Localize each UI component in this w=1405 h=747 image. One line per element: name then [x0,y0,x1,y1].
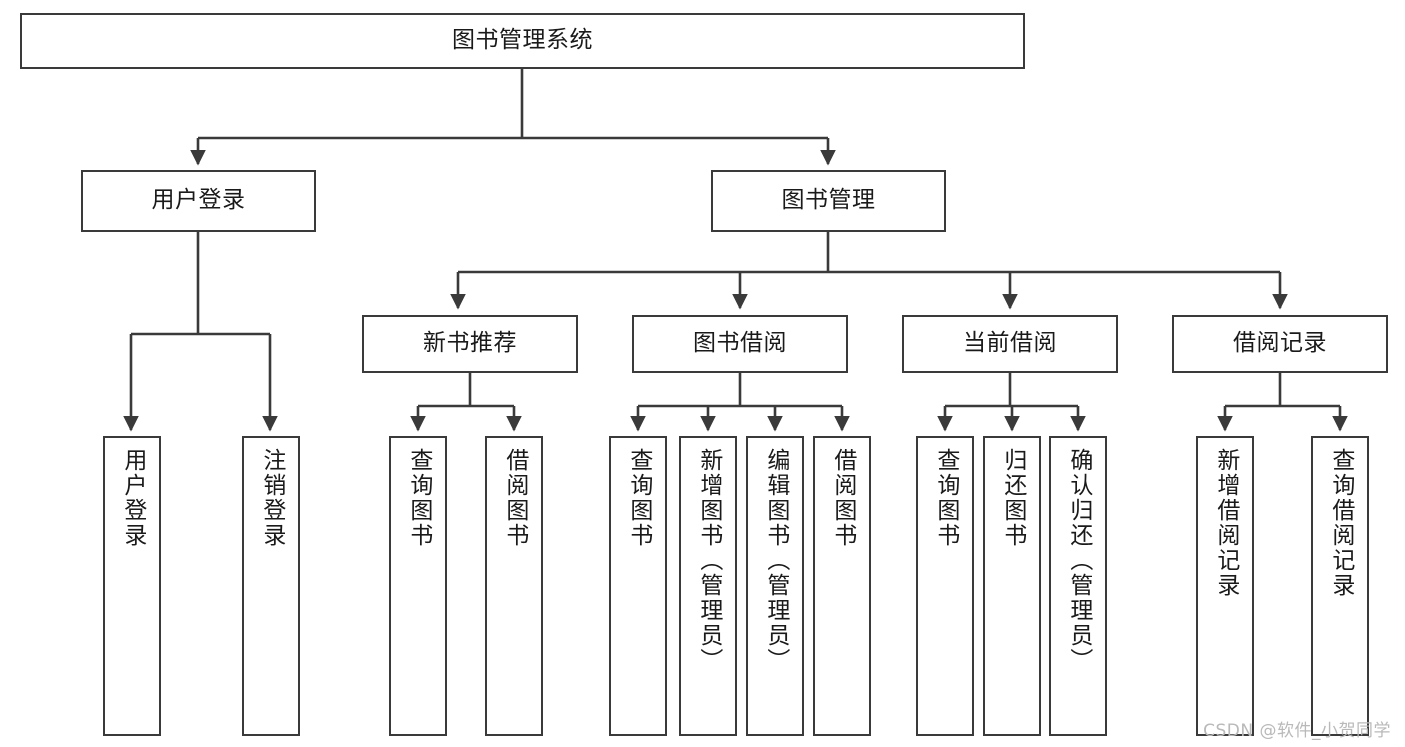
csdn-watermark: CSDN @软件_小贺同学 [1203,721,1391,741]
node-leaf-query-book-3[interactable]: 查询图书 [916,436,974,736]
node-leaf-query-book-2-label: 查询图书 [625,448,652,548]
node-leaf-add-record-label: 新增借阅记录 [1212,448,1239,598]
node-book-borrow-label: 图书借阅 [693,330,787,357]
node-book-manage-label: 图书管理 [781,187,876,214]
node-leaf-return-book[interactable]: 归还图书 [983,436,1041,736]
node-leaf-edit-book[interactable]: 编辑图书（管理员） [746,436,804,736]
node-leaf-query-record-label: 查询借阅记录 [1327,448,1354,598]
node-user-login-label: 用户登录 [151,187,246,214]
node-leaf-logout-label: 注销登录 [258,448,285,548]
node-leaf-user-login[interactable]: 用户登录 [103,436,161,736]
node-leaf-query-book-2[interactable]: 查询图书 [609,436,667,736]
node-leaf-query-record[interactable]: 查询借阅记录 [1311,436,1369,736]
node-leaf-confirm-return-label: 确认归还（管理员） [1065,448,1092,673]
node-leaf-logout[interactable]: 注销登录 [242,436,300,736]
node-current-borrow-label: 当前借阅 [963,330,1057,357]
node-new-book-recommend[interactable]: 新书推荐 [362,315,578,373]
node-leaf-confirm-return[interactable]: 确认归还（管理员） [1049,436,1107,736]
node-leaf-add-book-label: 新增图书（管理员） [695,448,722,673]
node-leaf-borrow-book-2[interactable]: 借阅图书 [813,436,871,736]
node-leaf-query-book-1-label: 查询图书 [405,448,432,548]
node-new-book-recommend-label: 新书推荐 [423,330,517,357]
node-leaf-borrow-book-1[interactable]: 借阅图书 [485,436,543,736]
node-leaf-edit-book-label: 编辑图书（管理员） [762,448,789,673]
node-leaf-return-book-label: 归还图书 [999,448,1026,548]
node-leaf-add-book[interactable]: 新增图书（管理员） [679,436,737,736]
node-root[interactable]: 图书管理系统 [20,13,1025,69]
node-borrow-record-label: 借阅记录 [1233,330,1327,357]
node-leaf-borrow-book-1-label: 借阅图书 [501,448,528,548]
node-current-borrow[interactable]: 当前借阅 [902,315,1118,373]
node-borrow-record[interactable]: 借阅记录 [1172,315,1388,373]
node-leaf-query-book-3-label: 查询图书 [932,448,959,548]
node-book-borrow[interactable]: 图书借阅 [632,315,848,373]
node-leaf-query-book-1[interactable]: 查询图书 [389,436,447,736]
node-user-login[interactable]: 用户登录 [81,170,316,232]
node-leaf-add-record[interactable]: 新增借阅记录 [1196,436,1254,736]
node-leaf-user-login-label: 用户登录 [119,448,146,548]
node-root-label: 图书管理系统 [452,27,593,54]
node-book-manage[interactable]: 图书管理 [711,170,946,232]
node-leaf-borrow-book-2-label: 借阅图书 [829,448,856,548]
